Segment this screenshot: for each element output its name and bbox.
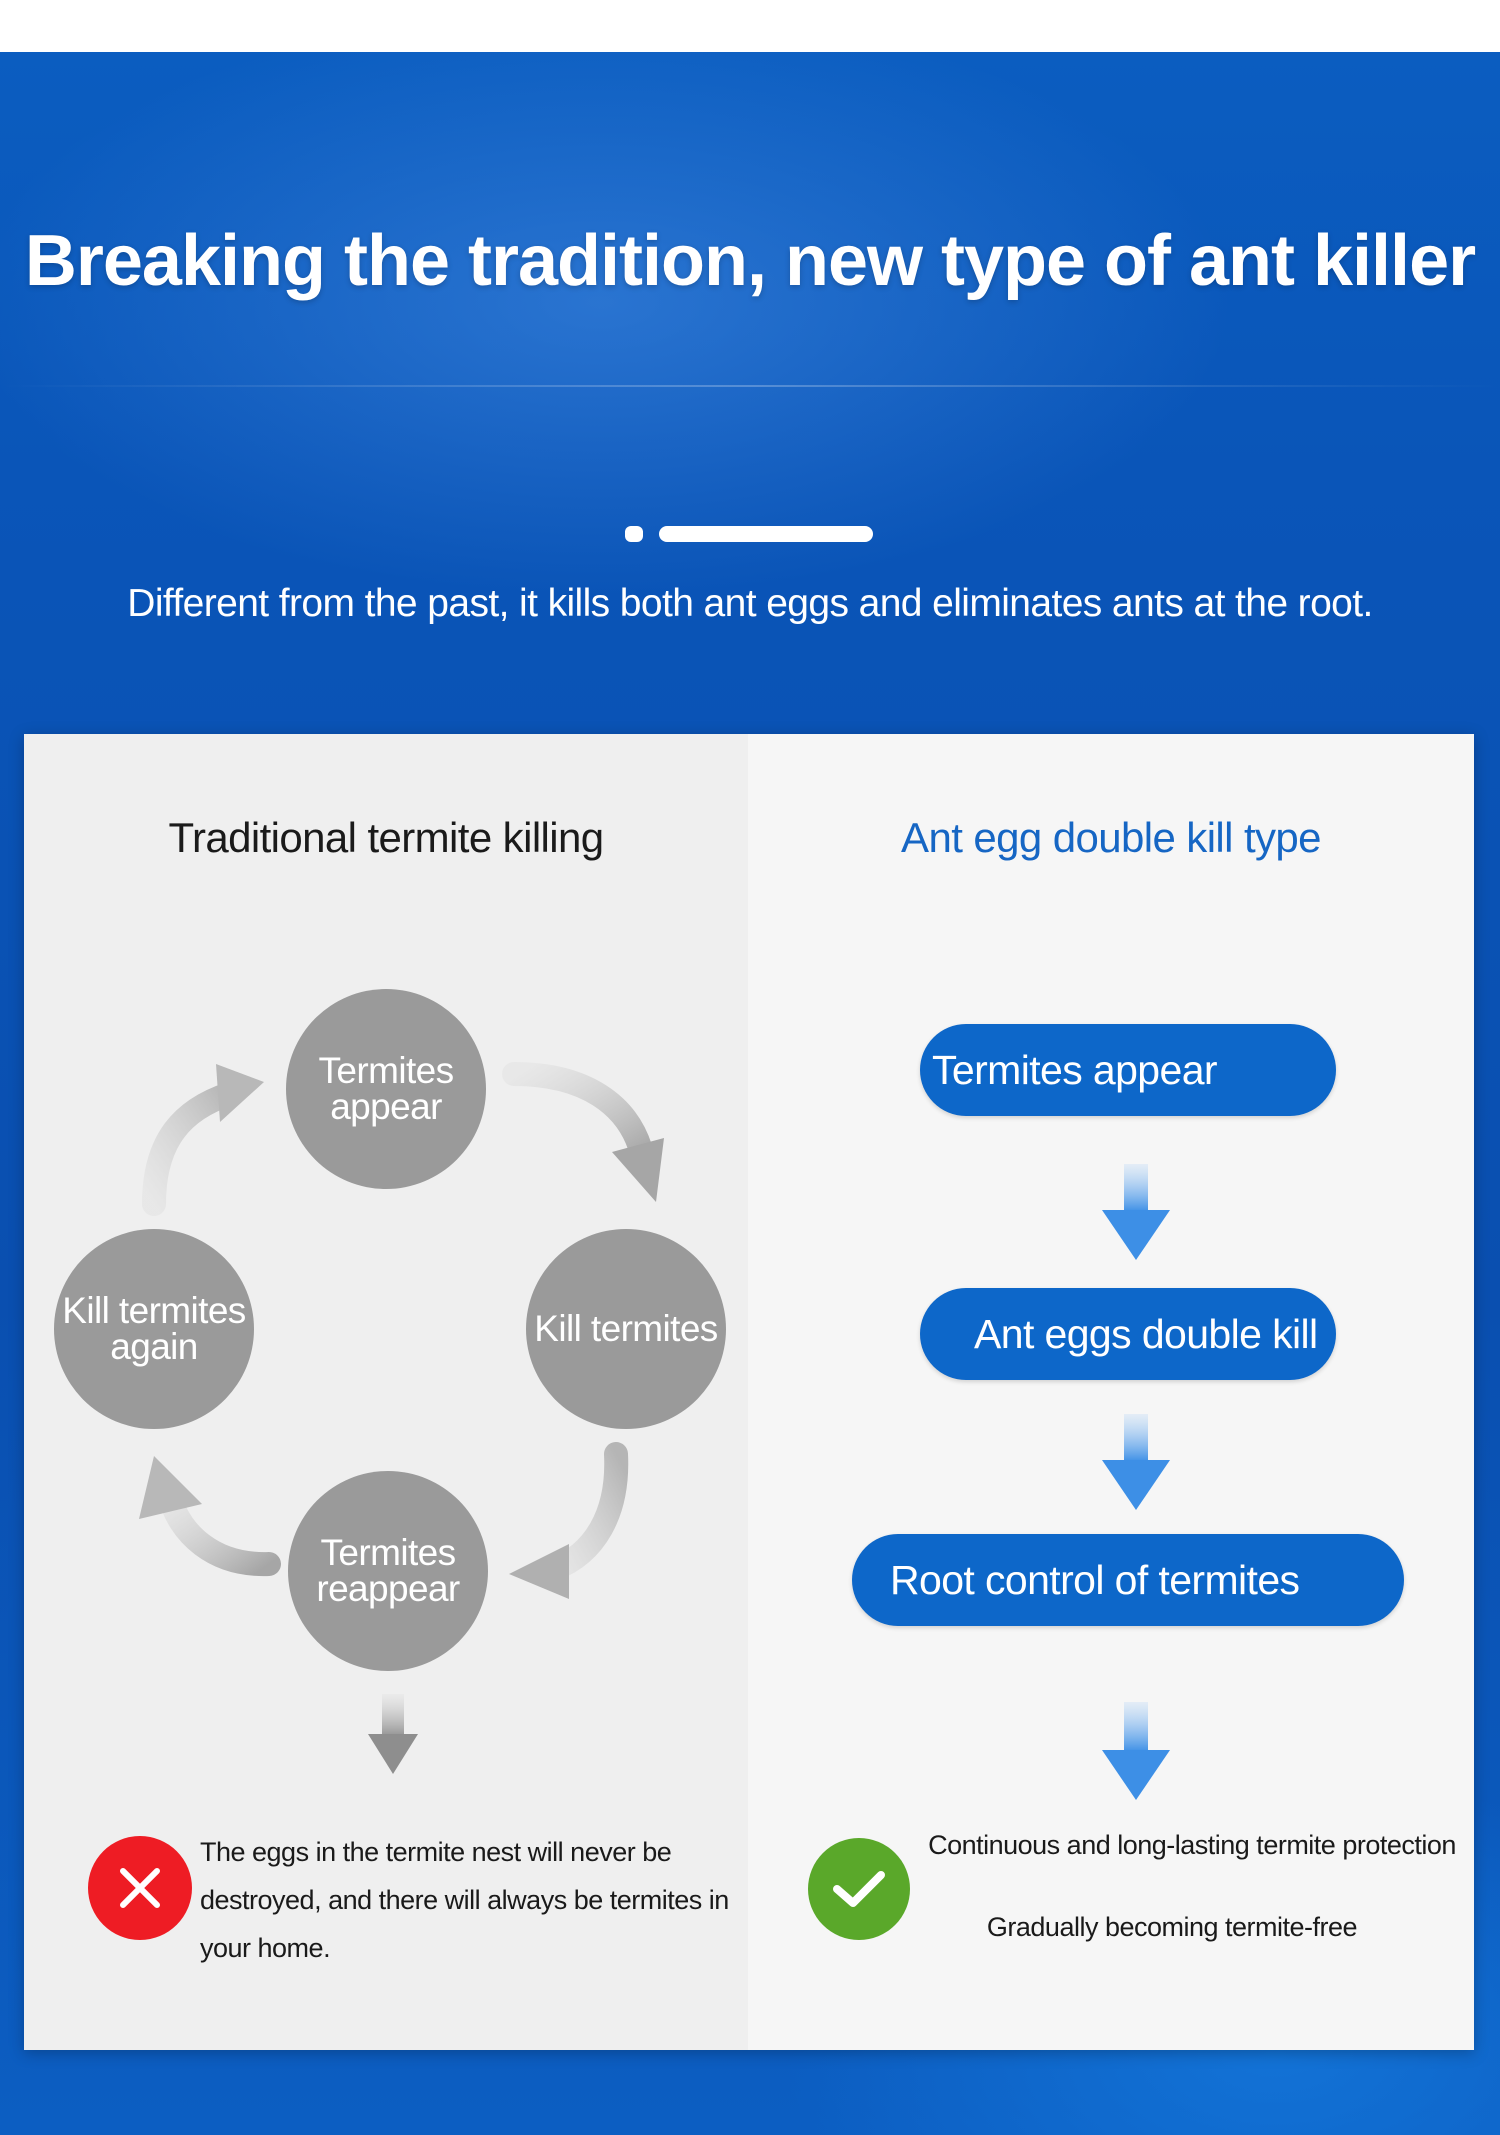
double-kill-panel: Ant egg double kill type Termites appear… — [748, 734, 1474, 2050]
cycle-arrows — [139, 1062, 664, 1774]
indicator-dot — [625, 526, 643, 542]
arrow-bottom-left — [139, 1456, 281, 1577]
step-termites-appear: Termites appear — [920, 1024, 1336, 1116]
cycle-termites-appear: Termites appear — [286, 989, 486, 1189]
top-white-strip — [0, 0, 1500, 52]
result-continuous-protection: Continuous and long-lasting termite prot… — [928, 1830, 1456, 1860]
subtitle: Different from the past, it kills both a… — [127, 582, 1373, 625]
headline-divider — [0, 385, 1500, 387]
check-icon — [808, 1838, 910, 1940]
cross-icon — [88, 1836, 192, 1940]
slide-indicator — [0, 526, 1500, 544]
flow-arrow-2 — [1102, 1414, 1170, 1510]
flow-arrow-1 — [1102, 1164, 1170, 1260]
flow-arrow-3 — [1102, 1702, 1170, 1800]
comparison-card: Traditional termite killing — [24, 734, 1474, 2050]
step-ant-eggs-double-kill: Ant eggs double kill — [920, 1288, 1336, 1380]
indicator-bar — [659, 526, 873, 542]
arrow-top-left — [142, 1064, 264, 1216]
traditional-title: Traditional termite killing — [168, 814, 604, 861]
traditional-panel: Traditional termite killing — [24, 734, 748, 2050]
result-termite-free: Gradually becoming termite-free — [986, 1912, 1358, 1942]
cycle-kill-termites: Kill termites — [526, 1229, 726, 1429]
flow-arrows — [1102, 1164, 1170, 1800]
down-arrow-left — [368, 1694, 418, 1774]
cycle-kill-termites-again: Kill termites again — [54, 1229, 254, 1429]
double-kill-title: Ant egg double kill type — [901, 814, 1322, 861]
promo-banner: Breaking the tradition, new type of ant … — [0, 52, 1500, 2135]
arrow-top-right — [502, 1062, 664, 1202]
headline: Breaking the tradition, new type of ant … — [24, 221, 1476, 301]
traditional-conclusion: The eggs in the termite nest will never … — [200, 1837, 729, 1963]
arrow-bottom-right — [509, 1442, 629, 1599]
cycle-termites-reappear: Termites reappear — [288, 1471, 488, 1671]
step-root-control: Root control of termites — [852, 1534, 1404, 1626]
